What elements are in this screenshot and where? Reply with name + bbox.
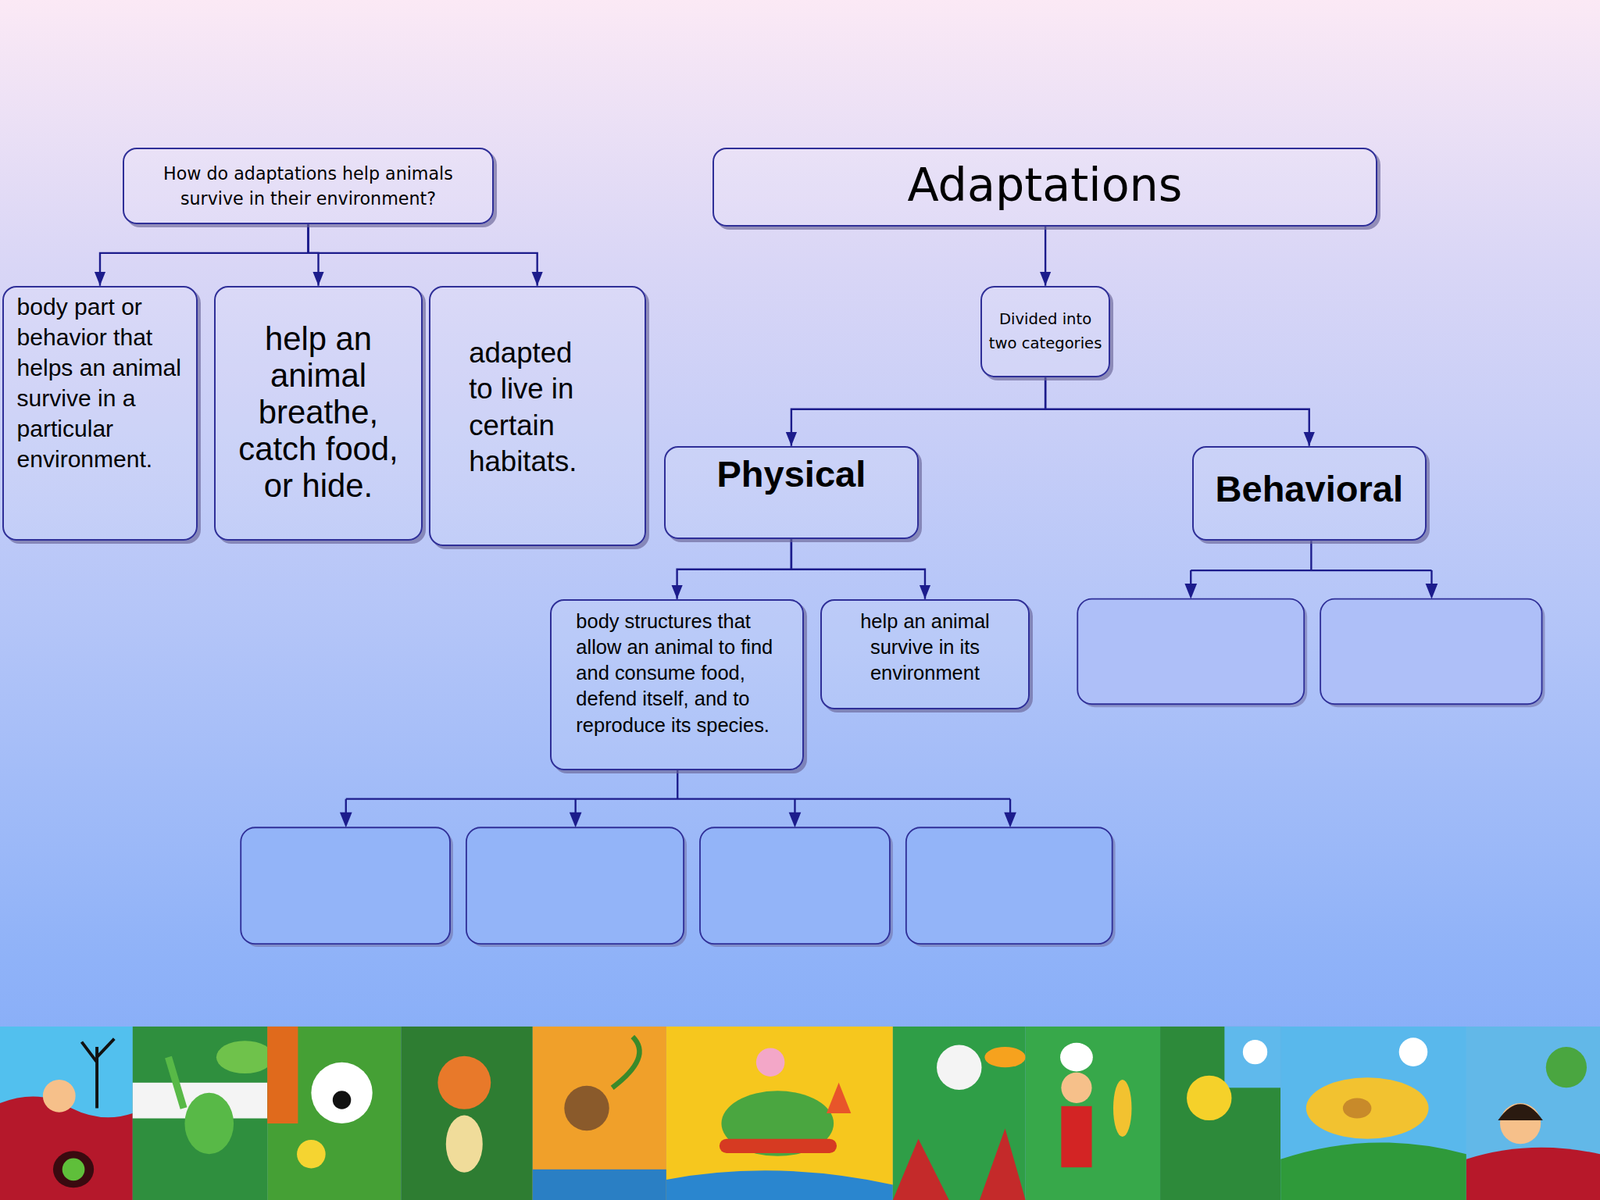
monkey-face: [936, 1044, 982, 1090]
cat-nose: [332, 1090, 352, 1110]
node-text: body part or behavior that helps an anim…: [17, 291, 191, 475]
tile-orange: [532, 1026, 667, 1200]
tile-jungle: [400, 1026, 533, 1200]
connector-arrow: [100, 224, 308, 286]
illustration-strip: [0, 1026, 1600, 1200]
empty-box: [466, 827, 684, 944]
connector-arrow: [1044, 226, 1047, 286]
category-box: Divided into two categories: [980, 285, 1111, 379]
monkey-face: [1186, 1075, 1232, 1121]
tree: [81, 1039, 115, 1109]
chef-hat: [1060, 1042, 1093, 1072]
tile-sky: [0, 1026, 133, 1200]
habitat-box: adapted to live in certain habitats.: [428, 285, 647, 547]
topic-box: Adaptations: [712, 147, 1379, 227]
question-box: How do adaptations help animals survive …: [122, 147, 494, 225]
node-text: body structures that allow an animal to …: [575, 608, 794, 739]
cloud: [1399, 1037, 1429, 1067]
connector-arrow: [1045, 377, 1310, 447]
cloud: [1242, 1039, 1268, 1065]
arrow-head: [1003, 812, 1017, 829]
tile-yellow: [666, 1026, 893, 1200]
tile-green: [1025, 1026, 1161, 1200]
branch-wire: [346, 770, 1011, 815]
definition-box: body part or behavior that helps an anim…: [2, 285, 199, 542]
ground: [1466, 1147, 1600, 1200]
hat: [826, 1082, 851, 1114]
connector-arrow: [791, 377, 1046, 447]
girl-hair: [1497, 1103, 1543, 1121]
empty-box: [700, 827, 890, 944]
connector-arrow: [307, 224, 537, 286]
arrow-head: [569, 812, 583, 829]
tile-ground: [0, 1096, 133, 1200]
empty-box: [240, 827, 450, 944]
node-text: Divided into two categories: [988, 307, 1103, 357]
empty-box: [1320, 599, 1542, 705]
chef-face: [1060, 1072, 1092, 1104]
empty-box-group: [240, 599, 1545, 947]
empty-box: [1077, 599, 1304, 705]
branch-wire: [1190, 540, 1432, 587]
giraffe-neck: [168, 1057, 185, 1108]
frog: [62, 1157, 86, 1181]
water: [666, 1170, 893, 1200]
duck: [296, 1139, 326, 1169]
tree: [1546, 1046, 1587, 1088]
monkey-face: [437, 1056, 491, 1110]
survival-box: help an animal survive in its environmen…: [820, 599, 1030, 710]
leaf: [984, 1046, 1025, 1068]
tile-jungle: [892, 1026, 1026, 1200]
physical-box: Physical: [664, 446, 918, 540]
tile-grass: [267, 1026, 401, 1200]
node-text: help an animal breathe, catch food, or h…: [224, 320, 414, 505]
node-text: Behavioral: [1197, 468, 1422, 510]
node-text: Adaptations: [724, 160, 1366, 211]
tree-trunk: [267, 1026, 298, 1124]
empty-box: [906, 827, 1113, 944]
bush: [216, 1040, 274, 1074]
arrow-head: [1184, 583, 1197, 600]
boy-face: [42, 1079, 76, 1113]
monkey-face: [564, 1085, 609, 1131]
water: [532, 1169, 667, 1200]
chef-body: [1060, 1106, 1092, 1168]
purpose-box: help an animal breathe, catch food, or h…: [214, 285, 422, 542]
branch: [612, 1036, 640, 1088]
tile-sky: [1280, 1026, 1467, 1200]
arrow-head: [789, 812, 802, 829]
monkey-body: [446, 1115, 483, 1173]
arrow-head: [339, 812, 353, 829]
kid-face: [756, 1047, 786, 1077]
cow-spot: [1342, 1097, 1372, 1118]
tile-jungle: [1160, 1026, 1281, 1200]
connector-arrow: [307, 224, 318, 286]
tile-sky: [1466, 1026, 1600, 1200]
grass: [1280, 1142, 1467, 1200]
fish: [1113, 1079, 1133, 1137]
node-text: How do adaptations help animals survive …: [134, 160, 483, 211]
cow: [1306, 1077, 1429, 1139]
connector-arrow: [791, 539, 925, 600]
node-text: adapted to live in certain habitats.: [468, 335, 604, 481]
connector-arrow: [677, 539, 792, 600]
turtle-base: [719, 1139, 837, 1154]
sky: [1224, 1026, 1281, 1088]
structure-box: body structures that allow an animal to …: [550, 599, 804, 771]
node-text: Physical: [674, 453, 909, 495]
giraffe: [184, 1092, 234, 1154]
behavioral-box: Behavioral: [1192, 446, 1427, 541]
mountains: [892, 1128, 1026, 1200]
layout-wires: [339, 540, 1438, 828]
hole: [53, 1150, 94, 1188]
node-text: help an animal survive in its environmen…: [830, 608, 1021, 686]
arrow-head: [1425, 583, 1439, 600]
cat-face: [310, 1062, 372, 1124]
